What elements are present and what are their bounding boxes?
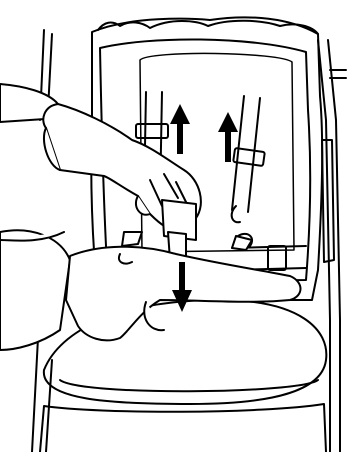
lower-sleeve bbox=[0, 230, 70, 350]
arrow-up-left-strap bbox=[170, 104, 190, 154]
right-shoulder-strap bbox=[232, 96, 265, 222]
left-buckle-tongue bbox=[122, 232, 142, 246]
